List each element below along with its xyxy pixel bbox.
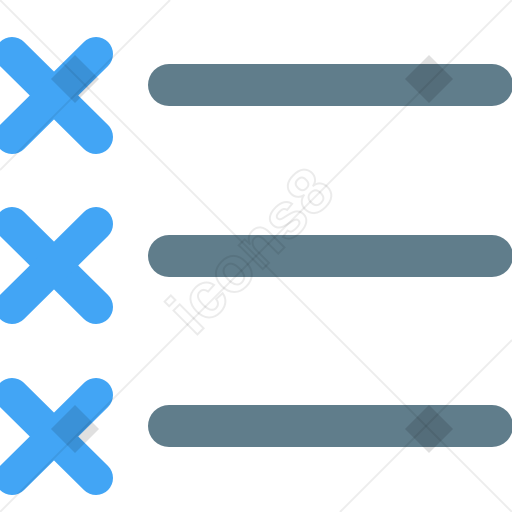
list-row xyxy=(0,207,512,324)
x-marker-icon xyxy=(0,37,113,154)
list-row xyxy=(0,37,512,154)
list-row xyxy=(0,378,512,495)
x-marker-icon xyxy=(0,378,113,495)
x-marker-icon xyxy=(0,207,113,324)
